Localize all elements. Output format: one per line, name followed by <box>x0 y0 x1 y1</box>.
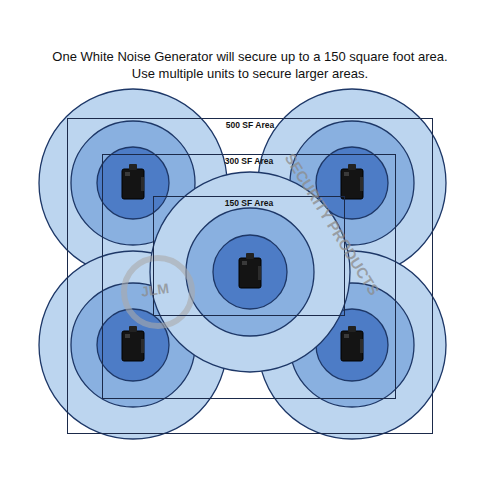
coverage-ring <box>213 235 287 309</box>
watermark-text: JLM <box>140 280 170 300</box>
area-box: 300 SF Area150 SF Area <box>102 154 396 399</box>
noise-generator-icon <box>122 164 144 199</box>
area-box: 500 SF Area 300 SF Area150 SF Area <box>67 118 433 434</box>
noise-generator-icon <box>239 253 261 288</box>
coverage-ring <box>97 147 169 219</box>
area-label: 500 SF Area <box>68 120 432 130</box>
diagram-title: One White Noise Generator will secure up… <box>47 48 453 82</box>
noise-generator-icon <box>341 326 363 361</box>
noise-generator-icon <box>122 326 144 361</box>
coverage-ring <box>186 208 314 336</box>
area-label: 300 SF Area <box>103 156 395 166</box>
coverage-ring <box>97 309 169 381</box>
watermark-text: SECURITY PRODUCTS <box>282 150 383 298</box>
noise-generator-icon <box>341 164 363 199</box>
